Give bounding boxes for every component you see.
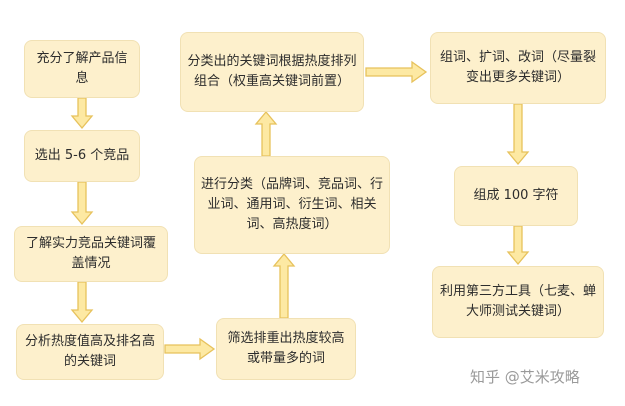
step-arrange-by-popularity-label: 分类出的关键词根据热度排列组合（权重高关键词前置） <box>187 54 357 89</box>
arrow-n8-n9 <box>506 103 530 166</box>
step-competitor-keyword-coverage: 了解实力竞品关键词覆盖情况 <box>14 226 168 282</box>
step-filter-dedupe-label: 筛选排重出热度较高或带量多的词 <box>227 331 345 366</box>
step-understand-product: 充分了解产品信息 <box>24 40 140 98</box>
step-100-characters-label: 组成 100 字符 <box>473 188 559 203</box>
arrow-n2-n3 <box>70 181 94 226</box>
step-analyze-popular-keywords-label: 分析热度值高及排名高的关键词 <box>24 334 155 369</box>
step-select-competitors: 选出 5-6 个竞品 <box>24 130 140 182</box>
arrow-n3-n4 <box>70 281 94 324</box>
step-third-party-tools: 利用第三方工具（七麦、蝉大师测试关键词） <box>432 266 604 338</box>
step-expand-keywords: 组词、扩词、改词（尽量裂变出更多关键词） <box>430 32 606 104</box>
arrow-n1-n2 <box>70 97 94 130</box>
step-100-characters: 组成 100 字符 <box>454 166 578 226</box>
step-competitor-keyword-coverage-label: 了解实力竞品关键词覆盖情况 <box>25 236 156 271</box>
step-select-competitors-label: 选出 5-6 个竞品 <box>34 148 130 163</box>
step-expand-keywords-label: 组词、扩词、改词（尽量裂变出更多关键词） <box>439 50 596 85</box>
step-understand-product-label: 充分了解产品信息 <box>36 51 128 86</box>
arrow-n5-n6 <box>272 252 296 319</box>
step-filter-dedupe: 筛选排重出热度较高或带量多的词 <box>216 318 356 380</box>
step-classify-keywords: 进行分类（品牌词、竞品词、行业词、通用词、衍生词、相关词、高热度词） <box>194 156 390 254</box>
arrow-n9-n10 <box>506 225 530 266</box>
watermark: 知乎 @艾米攻略 <box>470 368 580 386</box>
arrow-n4-n5 <box>164 337 216 361</box>
arrow-n6-n7 <box>254 110 278 157</box>
step-arrange-by-popularity: 分类出的关键词根据热度排列组合（权重高关键词前置） <box>180 32 364 112</box>
arrow-n7-n8 <box>365 60 428 84</box>
step-classify-keywords-label: 进行分类（品牌词、竞品词、行业词、通用词、衍生词、相关词、高热度词） <box>201 177 384 232</box>
step-analyze-popular-keywords: 分析热度值高及排名高的关键词 <box>16 324 164 380</box>
step-third-party-tools-label: 利用第三方工具（七麦、蝉大师测试关键词） <box>439 284 596 319</box>
